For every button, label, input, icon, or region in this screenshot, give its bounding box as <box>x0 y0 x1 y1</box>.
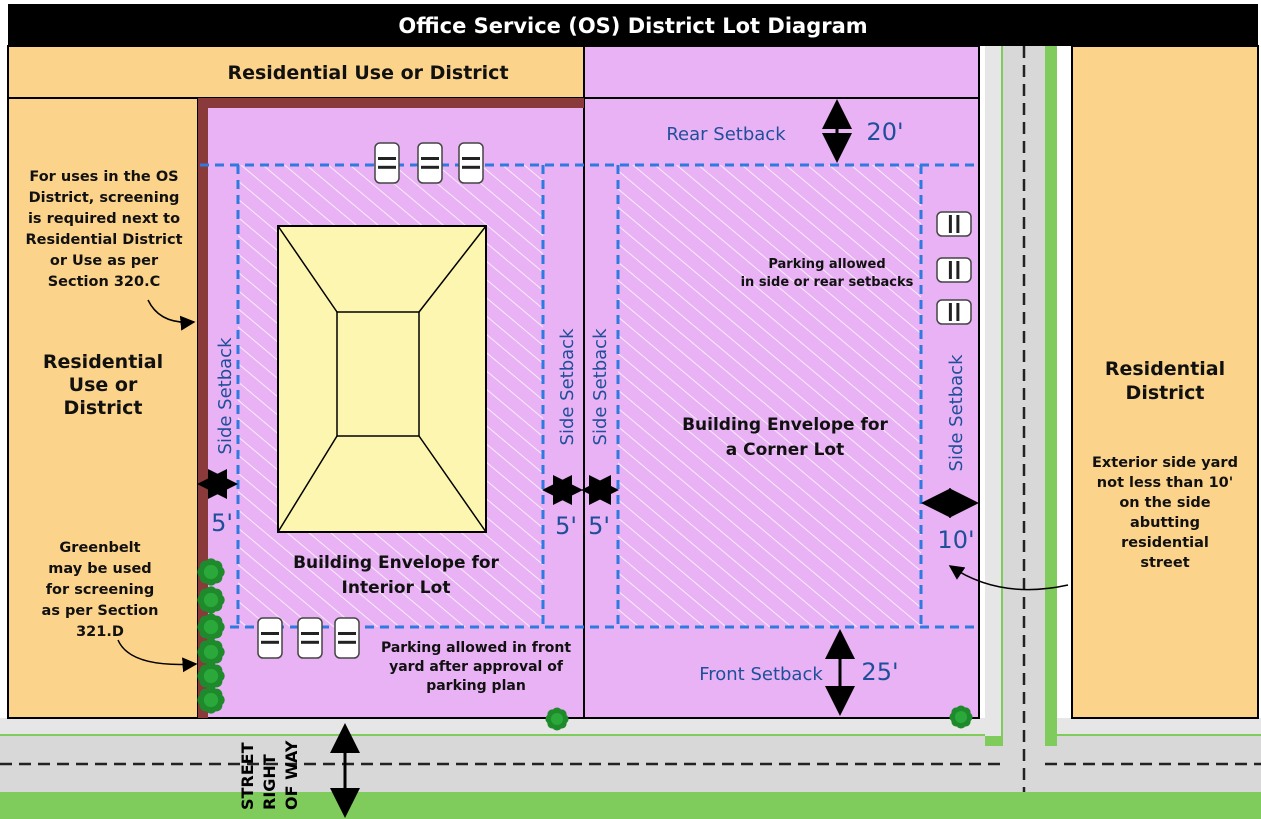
text-line: OF WAY <box>282 740 301 810</box>
text-line: as per Section <box>42 603 159 619</box>
corner-envelope-label: Building Envelope for a Corner Lot <box>682 415 888 460</box>
text-line: is required next to <box>28 211 180 227</box>
text-line: Parking allowed in front <box>381 640 571 656</box>
text-line: District, screening <box>29 190 180 206</box>
right-side-dimension: 10' <box>937 526 974 554</box>
setback-lines <box>200 163 980 629</box>
shrub-icon <box>197 662 225 690</box>
side-setback-label-right: Side Setback <box>946 354 967 472</box>
text-line: Residential District <box>25 232 182 248</box>
mid-left-dimension: 5' <box>555 512 577 540</box>
text-line: street <box>1140 555 1189 571</box>
greenbelt-note: Greenbelt may be used for screening as per … <box>42 540 159 640</box>
sidewalk-bottom <box>0 718 1261 734</box>
text-line: on the side <box>1119 495 1210 511</box>
text-line: in side or rear setbacks <box>741 275 914 290</box>
text-line: Residential <box>43 351 163 373</box>
parked-car-icon <box>936 299 972 325</box>
text-line: Section 320.C <box>48 274 161 290</box>
front-dimension: 25' <box>861 658 898 686</box>
text-line: parking plan <box>426 678 526 694</box>
parked-car-icon <box>257 617 283 659</box>
pointer-arrows <box>117 299 1069 673</box>
parking-front-note: Parking allowed in front yard after appro… <box>381 640 571 694</box>
exterior-side-yard-note: Exterior side yard not less than 10' on th… <box>1092 455 1238 571</box>
text-line: Exterior side yard <box>1092 455 1238 471</box>
left-side-dimension: 5' <box>211 509 233 537</box>
mid-right-dimension: 5' <box>588 512 610 540</box>
parked-cars <box>257 142 972 659</box>
text-line: District <box>1126 382 1205 404</box>
text-line: RIGHT <box>260 754 279 810</box>
text-line: 321.D <box>76 624 124 640</box>
rear-dimension: 20' <box>866 118 903 146</box>
shrub-icon <box>197 586 225 614</box>
lot-top-strip <box>583 45 980 99</box>
text-line: Use or <box>69 374 138 396</box>
screen-wall-left <box>198 98 208 718</box>
text-line: abutting <box>1130 515 1200 531</box>
text-line: Residential <box>1105 358 1225 380</box>
side-setback-label-mid-left: Side Setback <box>557 328 578 446</box>
greenbelt-shrubs <box>197 558 973 731</box>
text-line: STREET <box>238 742 257 810</box>
shrub-icon <box>197 558 225 586</box>
screen-wall-top <box>198 98 584 108</box>
residential-top-label: Residential Use or District <box>227 62 508 84</box>
corner-envelope-hatch <box>618 165 921 627</box>
text-line: yard after approval of <box>389 659 564 675</box>
shrub-icon <box>197 686 225 714</box>
text-line: District <box>64 397 143 419</box>
text-line: or Use as per <box>50 253 159 269</box>
text-line: Building Envelope for <box>682 415 888 435</box>
residential-right-parcel <box>1071 45 1259 719</box>
parked-car-icon <box>297 617 323 659</box>
shrub-icon <box>949 705 973 729</box>
shrub-icon <box>197 613 225 641</box>
text-line: for screening <box>46 582 155 598</box>
parking-side-rear-note: Parking allowed in side or rear setbacks <box>741 257 914 290</box>
text-line: Parking allowed <box>768 257 885 272</box>
sidewalk-right <box>985 46 1001 736</box>
front-setback-label: Front Setback <box>699 664 823 685</box>
text-line: residential <box>1121 535 1209 551</box>
side-setback-label-mid-right: Side Setback <box>590 328 611 446</box>
side-setback-label-left: Side Setback <box>215 337 236 455</box>
title-bar <box>8 4 1258 46</box>
text-line: may be used <box>48 561 151 577</box>
rear-setback-label: Rear Setback <box>666 124 786 145</box>
parked-car-icon <box>374 142 400 184</box>
shrub-icon <box>545 707 569 731</box>
text-line: For uses in the OS <box>29 169 178 185</box>
text-line: Building Envelope for <box>293 553 499 573</box>
shrub-icon <box>197 638 225 666</box>
screening-note: For uses in the OS District, screening is … <box>25 169 182 290</box>
parked-car-icon <box>334 617 360 659</box>
text-line: not less than 10' <box>1097 475 1233 491</box>
parked-car-icon <box>936 257 972 283</box>
diagram-title: Office Service (OS) District Lot Diagram <box>398 14 867 38</box>
text-line: Interior Lot <box>342 578 451 598</box>
text-line: a Corner Lot <box>726 440 845 460</box>
parked-car-icon <box>936 211 972 237</box>
parked-car-icon <box>417 142 443 184</box>
dimension-arrows <box>197 99 979 818</box>
text-line: Greenbelt <box>59 540 140 556</box>
parked-car-icon <box>458 142 484 184</box>
building-roof <box>277 225 487 533</box>
